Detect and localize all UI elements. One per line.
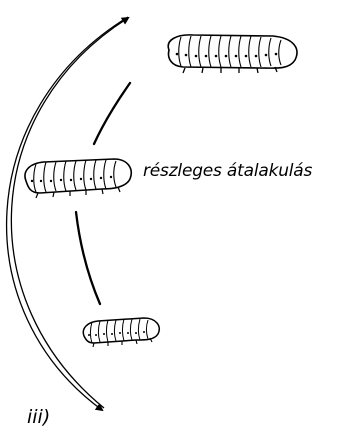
large-larva-icon [168,35,297,73]
middle-larva-icon [25,159,131,198]
caption-label: részleges átalakulás [143,161,312,181]
small-larva-icon [83,318,159,347]
panel-label: iii) [27,406,50,428]
connector-top [94,83,130,144]
connector-bottom [76,212,100,304]
cycle-arrow [7,17,128,410]
